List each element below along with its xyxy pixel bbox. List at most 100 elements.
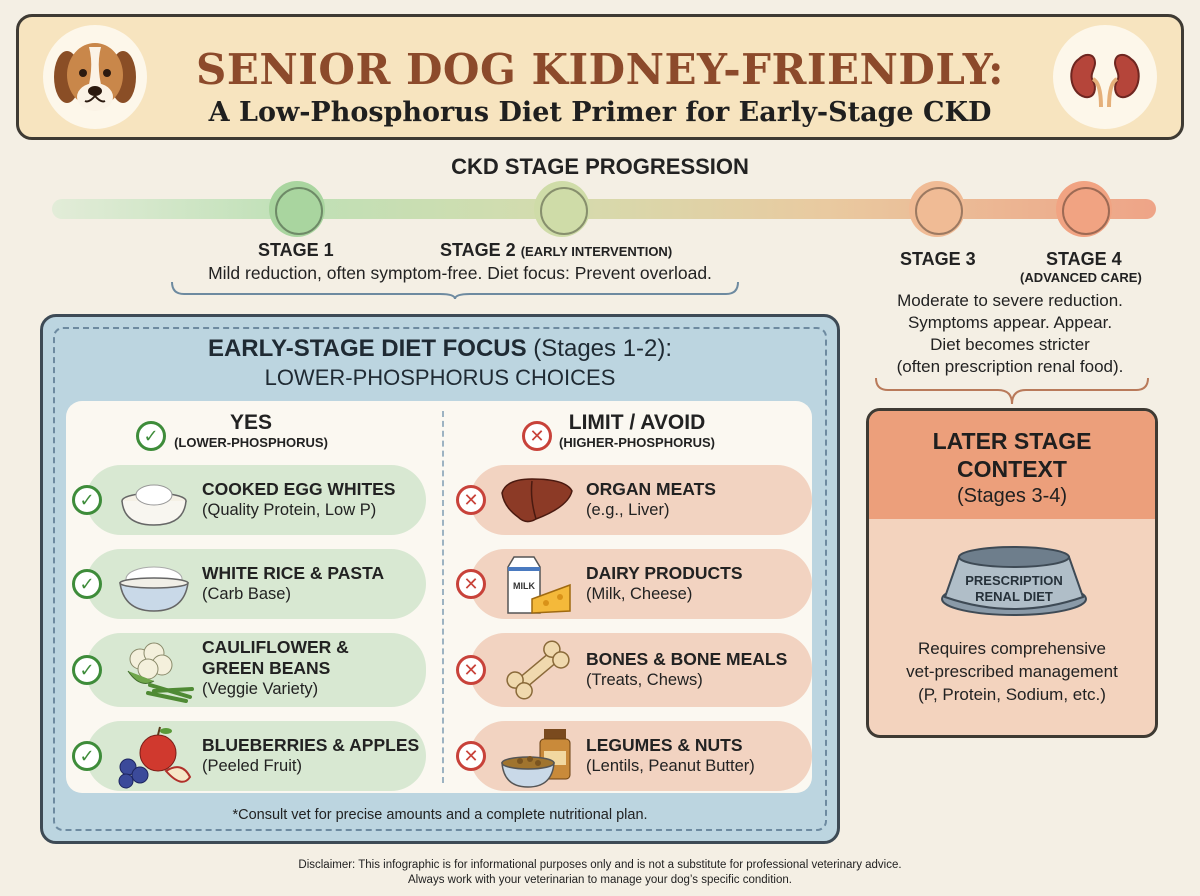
disclaimer: Disclaimer: This infographic is for info…	[0, 858, 1200, 888]
check-icon: ✓	[72, 569, 102, 599]
item-name: DAIRY PRODUCTS	[586, 563, 743, 583]
liver-icon	[501, 478, 573, 523]
stage1-node	[269, 181, 325, 237]
item-desc: (Quality Protein, Low P)	[202, 501, 377, 519]
stage2-title: STAGE 2	[440, 240, 516, 260]
avoid-subtitle: (HIGHER-PHOSPHORUS)	[558, 435, 715, 450]
stage4-note: (ADVANCED CARE)	[1020, 270, 1142, 285]
dog-face-icon	[43, 25, 147, 129]
cauliflower-icon	[127, 642, 194, 703]
early-panel-subtitle: LOWER-PHOSPHORUS CHOICES	[264, 365, 616, 390]
cross-icon: ✕	[456, 655, 486, 685]
list-item: ✓ BLUEBERRIES & APPLES (Peeled Fruit)	[72, 721, 426, 791]
avoid-title: LIMIT / AVOID	[568, 411, 706, 434]
later-stage-title: LATER STAGE CONTEXT	[869, 427, 1155, 483]
later-note-line: Requires comprehensive	[917, 639, 1107, 658]
early-panel-title: EARLY-STAGE DIET FOCUS (Stages 1-2):	[43, 335, 837, 363]
item-name: BONES & BONE MEALS	[586, 649, 788, 669]
page-title: SENIOR DOG KIDNEY-FRIENDLY:	[196, 45, 1004, 94]
panel-dashed-border	[53, 327, 827, 831]
list-item: ✕ LEGUMES & NUTS (Lentils, Peanut Butter…	[456, 721, 812, 791]
late-desc-line: Moderate to severe reduction.	[897, 291, 1123, 310]
item-desc: (e.g., Liver)	[586, 501, 670, 519]
column-divider	[442, 411, 444, 783]
stage-progression-bar	[52, 199, 1156, 219]
stage2-label: STAGE 2 (EARLY INTERVENTION)	[440, 240, 672, 261]
yes-column-header: ✓ YES (LOWER-PHOSPHORUS)	[136, 411, 366, 451]
cross-icon: ✕	[456, 569, 486, 599]
bone-icon	[506, 640, 570, 700]
item-name-line2: GREEN BEANS	[202, 658, 331, 678]
cross-icon: ✕	[456, 485, 486, 515]
lentils-peanut-butter-icon	[501, 729, 571, 788]
later-note-line: vet-prescribed management	[906, 662, 1118, 681]
early-stage-diet-panel: EARLY-STAGE DIET FOCUS (Stages 1-2): LOW…	[40, 314, 840, 844]
cross-icon: ✕	[456, 741, 486, 771]
stage3-label: STAGE 3	[900, 249, 976, 269]
consult-vet-note: *Consult vet for precise amounts and a c…	[232, 807, 648, 823]
item-name: LEGUMES & NUTS	[586, 735, 743, 755]
timeline-title: CKD STAGE PROGRESSION	[451, 154, 749, 179]
later-stage-note: Requires comprehensive vet-prescribed ma…	[869, 637, 1155, 706]
item-desc: (Peeled Fruit)	[202, 757, 302, 775]
milk-carton-label: MILK	[513, 581, 535, 591]
later-stage-title-line2: CONTEXT	[957, 456, 1067, 482]
late-desc-line: Diet becomes stricter	[930, 335, 1090, 354]
stage2-node	[534, 181, 590, 237]
item-name: BLUEBERRIES & APPLES	[202, 735, 420, 755]
late-stage-description: Moderate to severe reduction. Symptoms a…	[860, 290, 1160, 378]
item-desc: (Veggie Variety)	[202, 680, 319, 698]
early-stage-description: Mild reduction, often symptom-free. Diet…	[208, 263, 712, 283]
check-icon: ✓	[136, 421, 166, 451]
item-desc: (Treats, Chews)	[586, 671, 703, 689]
list-item: ✕ ORGAN MEATS (e.g., Liver)	[456, 465, 812, 535]
item-desc: (Lentils, Peanut Butter)	[586, 757, 755, 775]
yes-subtitle: (LOWER-PHOSPHORUS)	[174, 435, 328, 450]
page-subtitle: A Low-Phosphorus Diet Primer for Early-S…	[208, 97, 992, 128]
item-name: ORGAN MEATS	[586, 479, 716, 499]
stage2-note: (EARLY INTERVENTION)	[520, 244, 673, 259]
stage4-label: STAGE 4	[1046, 249, 1122, 269]
later-note-line: (P, Protein, Sodium, etc.)	[918, 685, 1106, 704]
yes-title: YES	[229, 411, 273, 434]
item-desc: (Carb Base)	[202, 585, 291, 603]
cross-icon: ✕	[522, 421, 552, 451]
item-desc: (Milk, Cheese)	[586, 585, 693, 603]
avoid-column-header: ✕ LIMIT / AVOID (HIGHER-PHOSPHORUS)	[522, 411, 752, 451]
milk-cheese-icon: MILK	[507, 556, 571, 614]
list-item: ✕ BONES & BONE MEALS (Treats, Chews)	[456, 633, 812, 707]
later-stage-header	[869, 411, 1155, 519]
early-panel-title-rest: (Stages 1-2):	[526, 335, 673, 362]
late-desc-line: Symptoms appear. Appear.	[907, 313, 1113, 332]
later-stage-title-line1: LATER STAGE	[932, 428, 1092, 454]
item-name: WHITE RICE & PASTA	[202, 563, 385, 583]
list-item: ✓ WHITE RICE & PASTA (Carb Base)	[72, 549, 426, 619]
disclaimer-line: Always work with your veterinarian to ma…	[408, 874, 792, 886]
check-icon: ✓	[72, 655, 102, 685]
list-item: ✕ MILK DAIRY PRODUCTS (Milk, Cheese)	[456, 549, 812, 619]
item-name: CAULIFLOWER &	[202, 637, 349, 657]
list-item: ✓ CAULIFLOWER & GREEN BEANS (Veggie Vari…	[72, 633, 426, 707]
early-stage-brace	[171, 281, 739, 300]
kidneys-icon	[1053, 25, 1157, 129]
title-banner: SENIOR DOG KIDNEY-FRIENDLY: A Low-Phosph…	[16, 14, 1184, 140]
bowl-label-line1: PRESCRIPTION	[965, 573, 1063, 588]
disclaimer-line: Disclaimer: This infographic is for info…	[298, 859, 902, 871]
bowl-label-line2: RENAL DIET	[975, 589, 1053, 604]
check-icon: ✓	[72, 741, 102, 771]
egg-white-bowl-icon	[121, 484, 187, 526]
rice-bowl-icon	[119, 566, 189, 612]
apple-blueberries-icon	[118, 726, 192, 789]
stage4-node	[1056, 181, 1112, 237]
late-stage-brace	[875, 377, 1149, 405]
stage1-label: STAGE 1	[258, 240, 334, 260]
item-name: COOKED EGG WHITES	[202, 479, 396, 499]
late-desc-line: (often prescription renal food).	[896, 357, 1124, 376]
later-stage-range: (Stages 3-4)	[956, 485, 1068, 507]
check-icon: ✓	[72, 485, 102, 515]
list-item: ✓ COOKED EGG WHITES (Quality Protein, Lo…	[72, 465, 426, 535]
stage3-node	[909, 181, 965, 237]
early-panel-title-bold: EARLY-STAGE DIET FOCUS	[207, 335, 527, 362]
choices-box: ✓ YES (LOWER-PHOSPHORUS) ✕ LIMIT / AVOID…	[66, 401, 812, 793]
later-stage-panel: LATER STAGE CONTEXT (Stages 3-4) PRESCRI…	[866, 408, 1158, 738]
